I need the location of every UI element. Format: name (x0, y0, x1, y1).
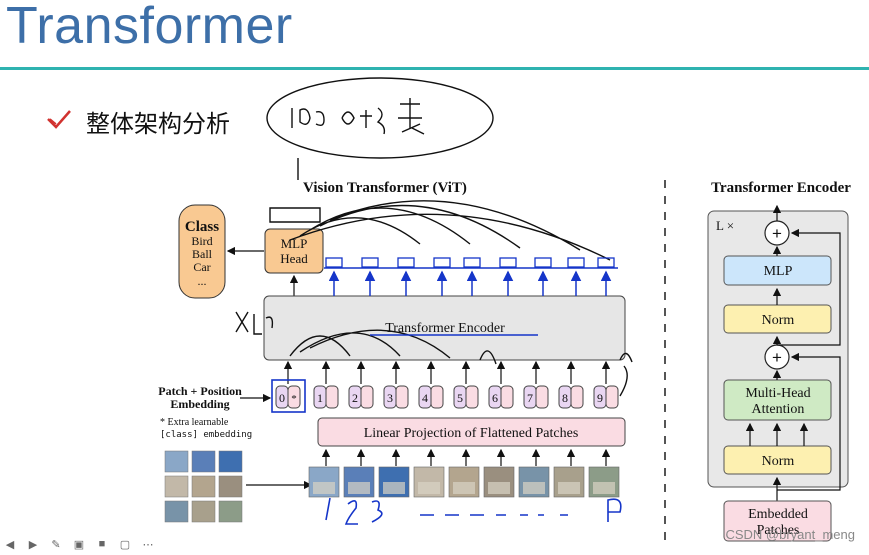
checkmark-icon (46, 108, 72, 135)
encoder-mha: Attention (752, 402, 805, 417)
prev-icon[interactable]: ◀ (5, 538, 15, 551)
flattened-patch-row (308, 466, 620, 498)
token-pair: 3 (383, 385, 409, 409)
mlp-head-line2: Head (280, 251, 308, 266)
token-label: 9 (597, 391, 603, 405)
transformer-encoder-box: Transformer Encoder (263, 295, 626, 361)
token-pair: 9 (593, 385, 619, 409)
next-icon[interactable]: ▶ (28, 538, 38, 551)
token-label: 3 (387, 391, 393, 405)
token-pair: 7 (523, 385, 549, 409)
camera-icon[interactable]: ■ (98, 538, 106, 550)
class-box: Class Bird Ball Car ... (178, 204, 226, 299)
bottom-toolbar: ◀ ▶ ✎ ▣ ■ ▢ ⋯ (2, 534, 156, 554)
handwritten-box (499, 257, 517, 268)
extra-learnable-note: * Extra learnable (160, 417, 229, 428)
token-pair: 8 (558, 385, 584, 409)
token-pair: 5 (453, 385, 479, 409)
mlp-head-line1: MLP (281, 236, 308, 251)
handwritten-box (325, 257, 343, 268)
grid-patch (191, 450, 216, 473)
bullet-row: 整体架构分析 (46, 104, 230, 138)
grid-patch (218, 475, 243, 498)
handwritten-blue-annotations (271, 267, 622, 525)
handwritten-box (567, 257, 585, 268)
encoder-norm-bottom: Norm (762, 454, 795, 469)
token-pair: 1 (313, 385, 339, 409)
plus-icon: + (772, 224, 782, 243)
token-label: 1 (317, 391, 323, 405)
class-item: Ball (192, 247, 213, 261)
plus-icon: + (772, 348, 782, 367)
linear-projection-label: Linear Projection of Flattened Patches (364, 426, 579, 441)
token-pair: 6 (488, 385, 514, 409)
token-label: 7 (527, 391, 533, 405)
grid-patch (164, 450, 189, 473)
class-item: Car (193, 260, 210, 274)
mlp-head-box: MLP Head (264, 228, 324, 274)
handwritten-annotations (235, 77, 633, 397)
embedded-patches: Embedded (748, 507, 808, 522)
grid-patch (218, 500, 243, 523)
handwritten-box (361, 257, 379, 268)
slide-title: Transformer (6, 0, 293, 55)
token-label: 2 (352, 391, 358, 405)
token-pair: 4 (418, 385, 444, 409)
class-heading: Class (185, 219, 219, 235)
class-item: ... (198, 274, 207, 288)
linear-projection-box: Linear Projection of Flattened Patches (317, 417, 626, 447)
token-label: 5 (457, 391, 463, 405)
encoder-block-title: Transformer Encoder (711, 180, 851, 196)
patch-position-label: Patch + Position (158, 384, 242, 398)
handwritten-box (433, 257, 451, 268)
grid-patch (164, 500, 189, 523)
grid-patch (164, 475, 189, 498)
grid-patch (218, 450, 243, 473)
fit-icon[interactable]: ▣ (73, 538, 85, 551)
grid-patch (191, 475, 216, 498)
token-label: 4 (422, 391, 428, 405)
encoder-norm-top: Norm (762, 313, 795, 328)
more-icon[interactable]: ⋯ (142, 538, 154, 551)
handwritten-box (597, 257, 615, 268)
encoder-block: L × + MLP Norm + Multi-Head Attention No… (707, 204, 849, 542)
class-token-mark: * (291, 393, 297, 405)
extra-learnable-note: [class] embedding (160, 430, 252, 440)
token-pair: 0* (275, 385, 301, 409)
bullet-text: 整体架构分析 (86, 109, 230, 138)
embedded-patches: Patches (757, 523, 800, 538)
token-pair: 2 (348, 385, 374, 409)
class-item: Bird (191, 234, 212, 248)
repeat-label: L × (716, 218, 734, 233)
encoder-mlp: MLP (764, 264, 793, 279)
chat-icon[interactable]: ▢ (119, 538, 131, 551)
token-label: 8 (562, 391, 568, 405)
patch-position-label: Embedding (170, 397, 229, 411)
pen-icon[interactable]: ✎ (51, 538, 61, 551)
image-patch-grid (164, 450, 243, 523)
token-label: 0 (279, 391, 285, 405)
title-divider (0, 67, 869, 70)
token-label: 6 (492, 391, 498, 405)
handwritten-box (463, 257, 481, 268)
vit-title: Vision Transformer (ViT) (303, 180, 467, 196)
encoder-label: Transformer Encoder (385, 321, 505, 336)
watermark: CSDN @bryant_meng (725, 527, 855, 542)
handwritten-box (534, 257, 552, 268)
handwritten-box (397, 257, 415, 268)
encoder-mha: Multi-Head (745, 386, 810, 401)
grid-patch (191, 500, 216, 523)
